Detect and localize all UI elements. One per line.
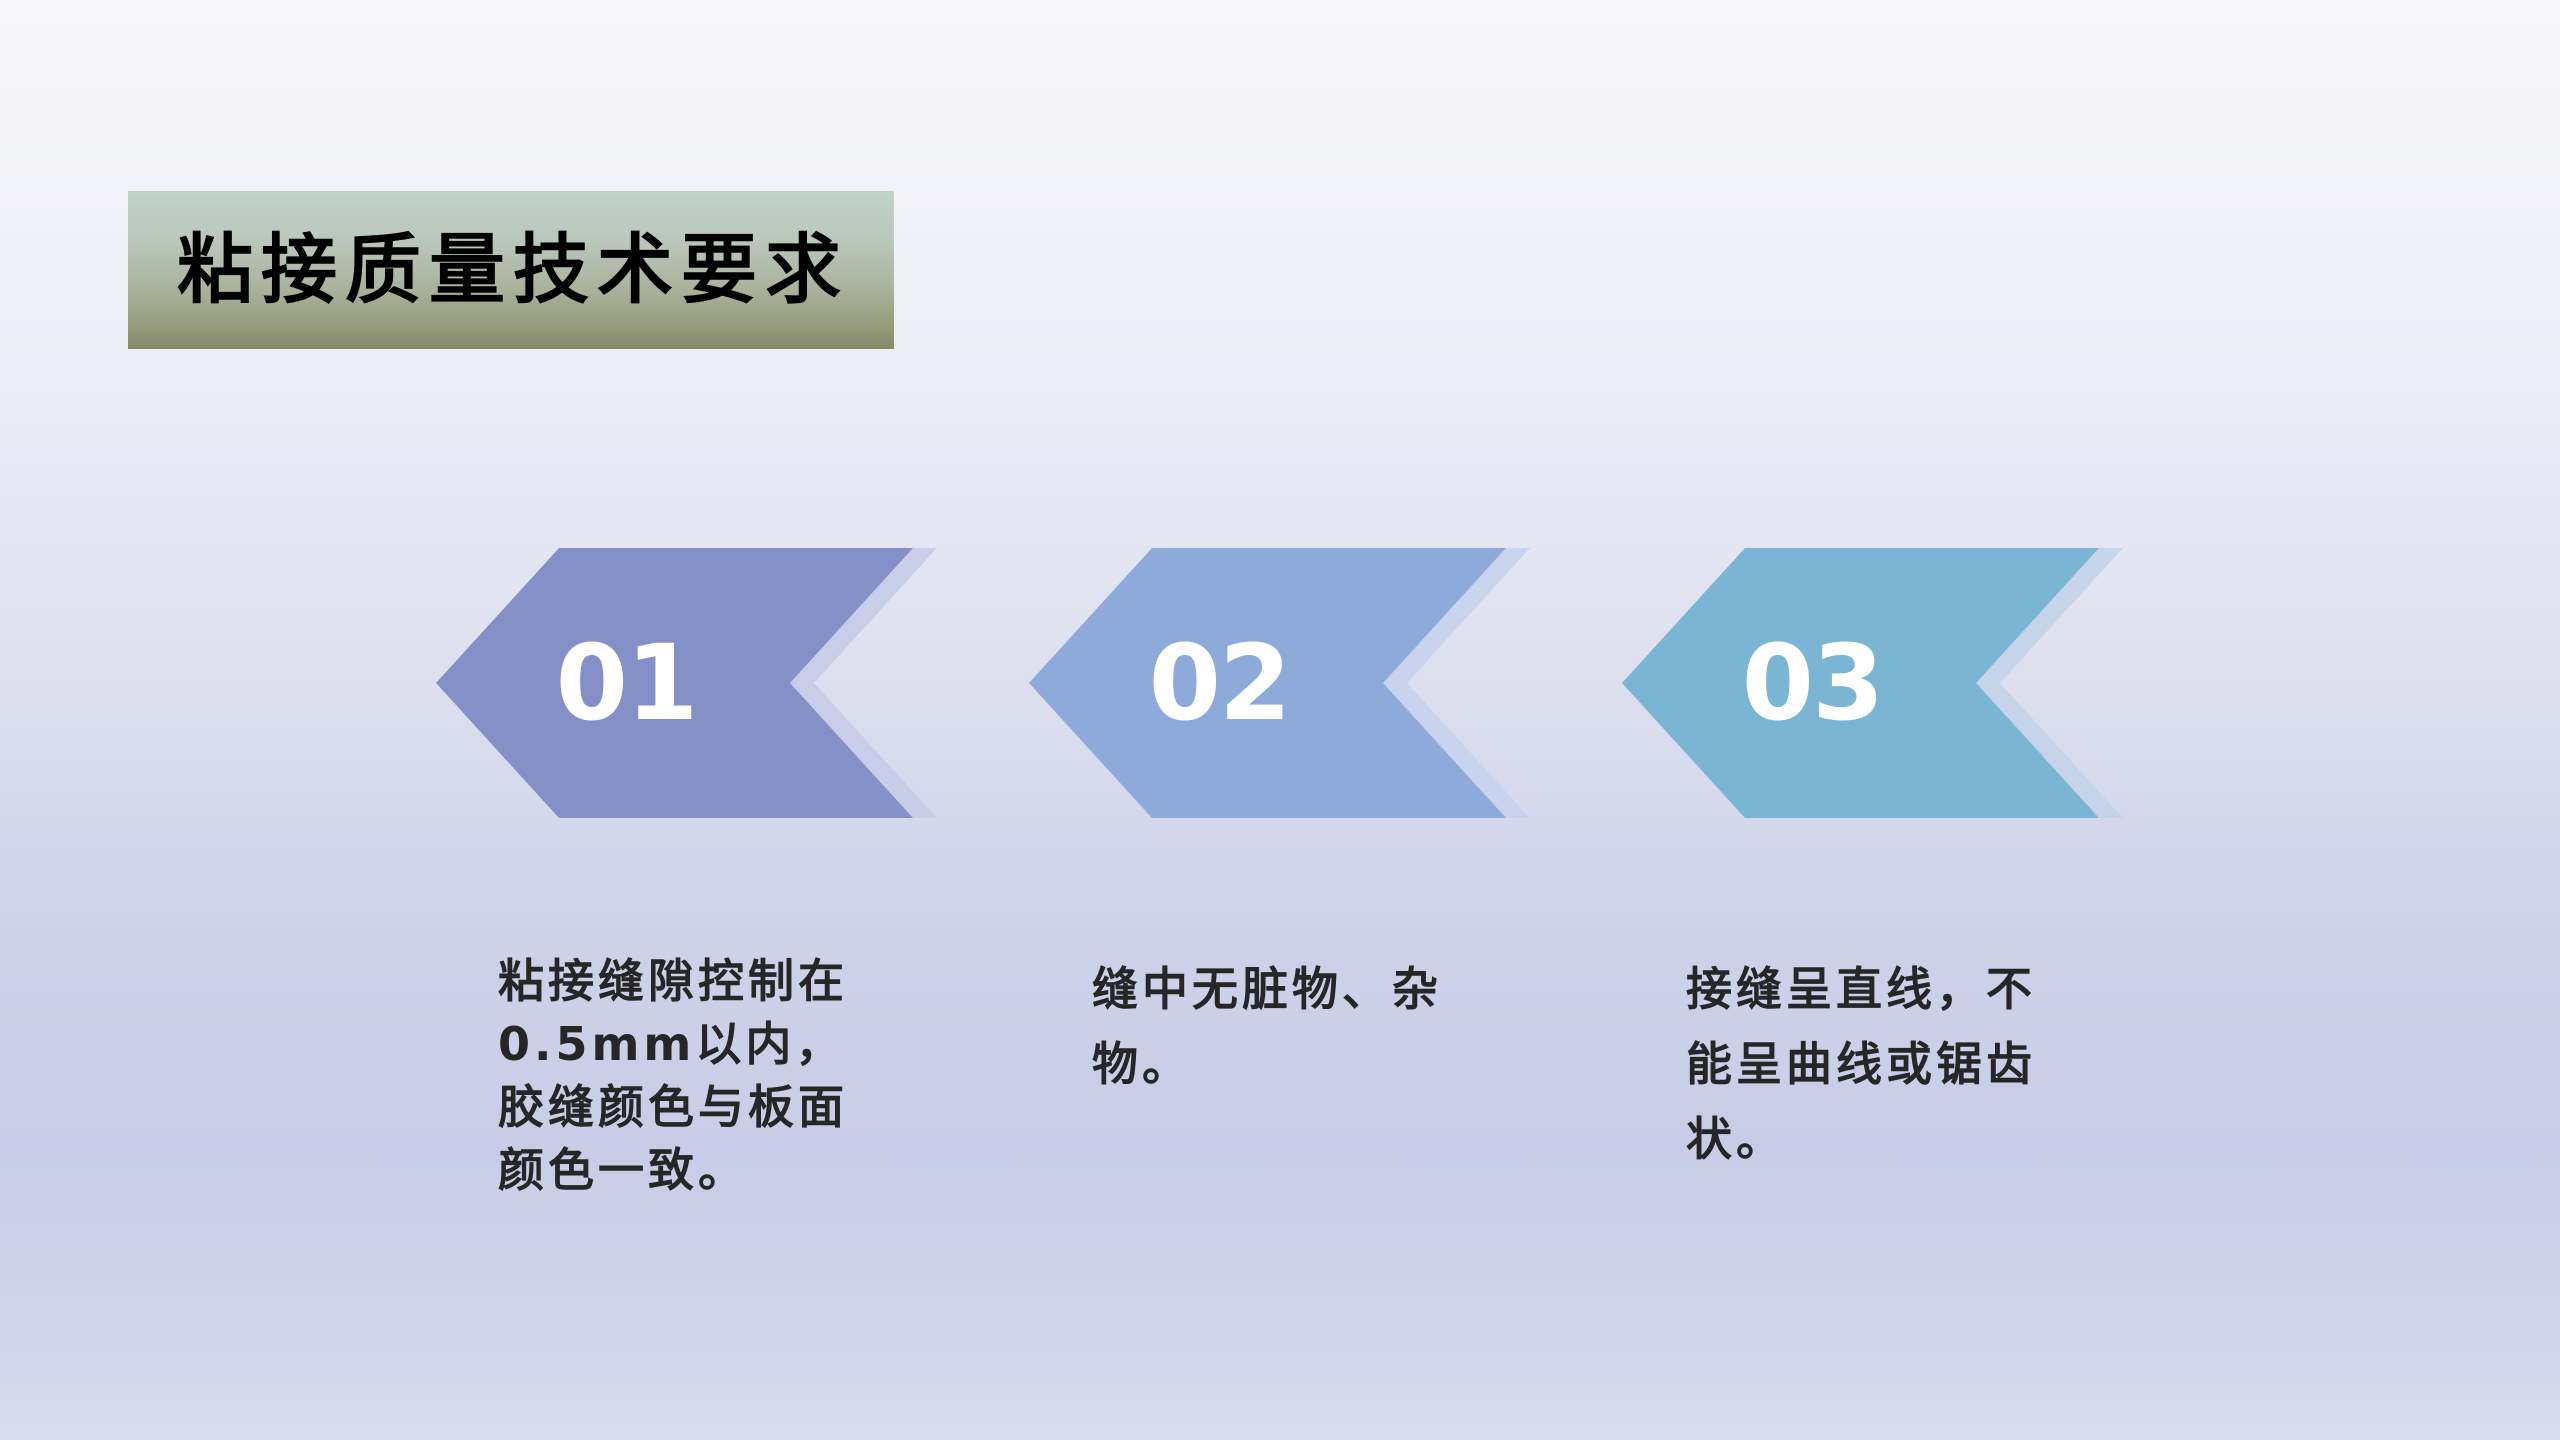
step-number: 02 — [1148, 622, 1292, 744]
page-title: 粘接质量技术要求 — [177, 225, 849, 314]
title-banner: 粘接质量技术要求 — [128, 191, 894, 349]
chevron-arrow-icon — [1029, 548, 1530, 818]
step-chevron-03: 03 — [1622, 548, 2126, 818]
chevron-shape — [1029, 548, 1506, 818]
step-description-03: 接缝呈直线，不能呈曲线或锯齿状。 — [1686, 962, 2036, 1166]
step-description-01: 粘接缝隙控制在0.5mm以内，胶缝颜色与板面颜色一致。 — [498, 954, 848, 1197]
step-number: 01 — [555, 622, 699, 744]
chevron-shape — [436, 548, 913, 818]
chevron-shape — [1622, 548, 2099, 818]
chevron-arrow-icon — [436, 548, 937, 818]
step-chevron-01: 01 — [436, 548, 940, 818]
chevron-arrow-icon — [1622, 548, 2123, 818]
step-number: 03 — [1741, 622, 1885, 744]
step-description-02: 缝中无脏物、杂物。 — [1092, 962, 1442, 1091]
step-chevron-02: 02 — [1029, 548, 1533, 818]
